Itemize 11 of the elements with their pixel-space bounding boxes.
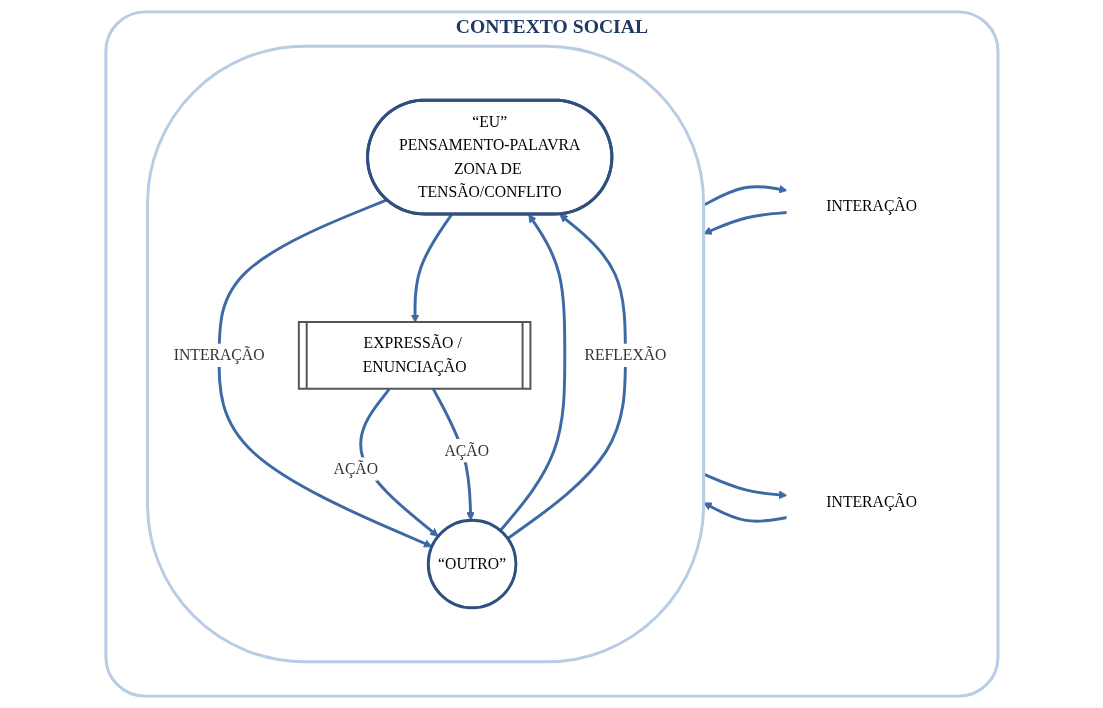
edge-label: REFLEXÃO bbox=[583, 346, 666, 364]
cluster bbox=[145, 44, 705, 664]
edge-label: INTERAÇÃO bbox=[173, 346, 265, 364]
arrow bbox=[506, 213, 627, 540]
edge-label: AÇÃO bbox=[333, 460, 378, 477]
edge-label: AÇÃO bbox=[444, 441, 489, 459]
node-text: INTERAÇÃO bbox=[825, 493, 917, 510]
node-circle: “OUTRO” bbox=[426, 518, 517, 610]
node-text: INTERAÇÃO bbox=[825, 197, 917, 214]
arrow bbox=[498, 214, 566, 532]
arrow bbox=[217, 198, 432, 548]
